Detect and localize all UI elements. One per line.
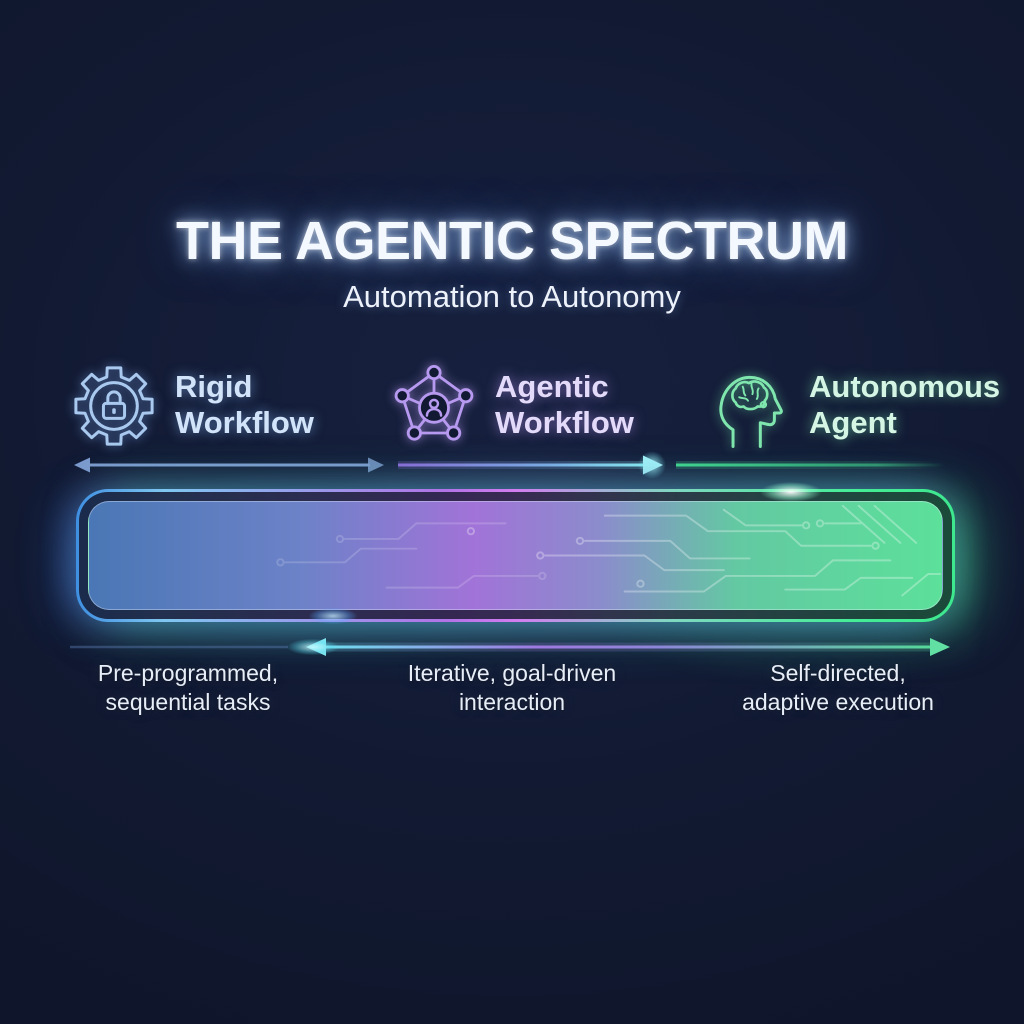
spectrum-bar	[76, 489, 955, 622]
head-brain-icon	[704, 362, 792, 450]
caption-line: adaptive execution	[742, 689, 934, 716]
caption-line: interaction	[458, 689, 566, 716]
caption-autonomous: Self-directed, adaptive execution	[678, 659, 998, 718]
stage-rigid-workflow: Rigid Workflow	[70, 362, 314, 450]
stage-label-line: Workflow	[495, 404, 634, 440]
stage-label-line: Autonomous	[809, 369, 1001, 404]
circuit-traces-pattern	[276, 504, 942, 597]
stage-label-autonomous: Autonomous Agent	[809, 362, 1000, 441]
stage-autonomous-agent: Autonomous Agent	[704, 362, 1000, 450]
stage-label-line: Agent	[809, 404, 897, 440]
stage-label-agentic: Agentic Workflow	[495, 362, 634, 441]
stage-label-line: Agentic	[495, 369, 609, 404]
double-headed-cyan-to-green-arrow	[306, 638, 950, 656]
stage-label-line: Workflow	[175, 404, 314, 440]
stage-agentic-workflow: Agentic Workflow	[390, 362, 634, 450]
gear-lock-icon	[70, 362, 158, 450]
caption-rigid: Pre-programmed, sequential tasks	[28, 659, 348, 718]
page-title: THE AGENTIC SPECTRUM	[175, 211, 849, 271]
caption-agentic: Iterative, goal-driven interaction	[352, 659, 672, 718]
spectrum-bar-ring-gap	[79, 492, 952, 619]
caption-line: Self-directed,	[770, 660, 906, 686]
spectrum-bar-fill	[88, 501, 943, 610]
caption-line: sequential tasks	[105, 689, 271, 716]
stage-label-line: Rigid	[175, 369, 253, 404]
page-subtitle: Automation to Autonomy	[343, 279, 681, 314]
double-headed-blue-arrow	[74, 457, 384, 473]
top-spectrum-arrows	[74, 451, 945, 479]
caption-line: Iterative, goal-driven	[407, 660, 617, 686]
right-cyan-arrow	[398, 451, 666, 479]
caption-line: Pre-programmed,	[97, 660, 279, 686]
stage-label-rigid: Rigid Workflow	[175, 362, 314, 441]
network-agents-icon	[390, 362, 478, 450]
